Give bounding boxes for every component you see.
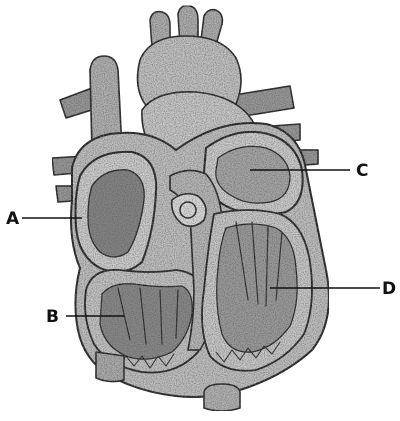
bottom-vessel [204,384,240,411]
label-a: A [6,209,20,229]
label-b: B [46,307,59,327]
label-c: C [356,161,368,181]
inferior-vena-cava [96,352,124,382]
label-d: D [382,279,396,299]
